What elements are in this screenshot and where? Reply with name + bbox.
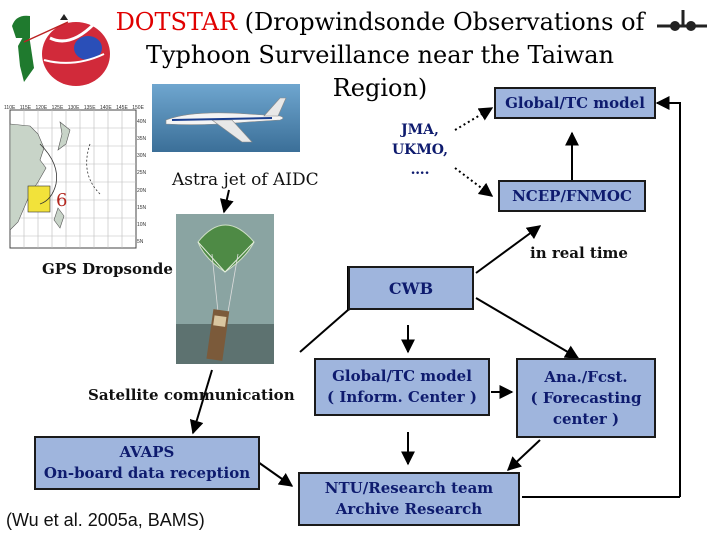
- gps-dropsonde-graphic: [176, 214, 274, 364]
- astra-jet-graphic: [152, 84, 300, 152]
- map-lat-tick: 5N: [137, 238, 148, 246]
- map-lat-tick: 20N: [137, 187, 148, 195]
- map-lat-tick: 40N: [137, 118, 148, 126]
- airplane-icon: [655, 6, 709, 40]
- box-ntu-research: NTU/Research team Archive Research: [298, 472, 520, 526]
- arrow-ana-to-ntu: [508, 440, 540, 470]
- typhoon-track-map: 110E 115E 120E 125E 130E 135E 140E 145E 150E 40N…: [0, 104, 148, 256]
- map-lon-tick: 150E: [132, 104, 144, 112]
- map-lat-axis: 40N 35N 30N 25N 20N 15N 10N 5N: [137, 118, 148, 246]
- arrow-jma-to-ncep-dotted: [455, 168, 492, 196]
- box-ana-fcst-label: Ana./Fcst. ( Forecasting center ): [531, 367, 642, 430]
- arrow-cwb-to-ana: [476, 298, 578, 358]
- arrow-jet-to-dropsonde: [224, 190, 229, 212]
- title-acronym: DOTSTAR: [116, 8, 237, 36]
- map-lon-tick: 115E: [20, 104, 31, 112]
- gps-dropsonde-photo: [176, 214, 274, 364]
- loop-line-top: [657, 103, 680, 481]
- box-global-tc-inform-label: Global/TC model ( Inform. Center ): [327, 366, 477, 408]
- box-global-tc-inform: Global/TC model ( Inform. Center ): [314, 358, 490, 416]
- citation: (Wu et al. 2005a, BAMS): [6, 510, 205, 531]
- box-global-tc-model-label: Global/TC model: [505, 94, 645, 112]
- arrow-dropsonde-to-cwb: [300, 310, 348, 352]
- map-lat-tick: 15N: [137, 204, 148, 212]
- map-lon-tick: 130E: [68, 104, 80, 112]
- arrow-avaps-to-ntu: [258, 462, 292, 486]
- dotstar-logo-graphic: [4, 8, 112, 88]
- box-ncep-fnmoc: NCEP/FNMOC: [498, 180, 646, 212]
- map-lon-axis: 110E 115E 120E 125E 130E 135E 140E 145E 150E: [4, 104, 144, 112]
- gps-dropsonde-label: GPS Dropsonde: [42, 260, 173, 278]
- map-lat-tick: 35N: [137, 135, 148, 143]
- map-marker-label: 6: [56, 190, 67, 211]
- satellite-label: Satellite communication: [88, 386, 295, 404]
- astra-jet-label: Astra jet of AIDC: [172, 170, 319, 190]
- box-avaps-label: AVAPS On-board data reception: [44, 442, 250, 484]
- arrow-jma-to-global-dotted: [455, 108, 492, 130]
- airplane-icon-graphic: [655, 6, 709, 40]
- map-lon-tick: 110E: [4, 104, 15, 112]
- real-time-label: in real time: [530, 244, 628, 262]
- map-lat-tick: 30N: [137, 152, 148, 160]
- box-cwb-label: CWB: [389, 279, 433, 298]
- map-lon-tick: 135E: [84, 104, 96, 112]
- box-ncep-fnmoc-label: NCEP/FNMOC: [512, 187, 632, 205]
- box-ntu-research-label: NTU/Research team Archive Research: [325, 478, 493, 520]
- map-lat-tick: 10N: [137, 221, 148, 229]
- astra-jet-photo: [152, 84, 300, 152]
- box-avaps: AVAPS On-board data reception: [34, 436, 260, 490]
- box-ana-fcst: Ana./Fcst. ( Forecasting center ): [516, 358, 656, 438]
- box-cwb: CWB: [348, 266, 474, 310]
- dotstar-logo: [4, 8, 112, 88]
- typhoon-track-map-graphic: [0, 104, 148, 256]
- map-lon-tick: 125E: [52, 104, 64, 112]
- map-lon-tick: 145E: [116, 104, 128, 112]
- map-lon-tick: 120E: [36, 104, 48, 112]
- map-lon-tick: 140E: [100, 104, 112, 112]
- box-global-tc-model: Global/TC model: [494, 87, 656, 119]
- map-lat-tick: 25N: [137, 169, 148, 177]
- jma-label: JMA, UKMO, ….: [380, 120, 460, 180]
